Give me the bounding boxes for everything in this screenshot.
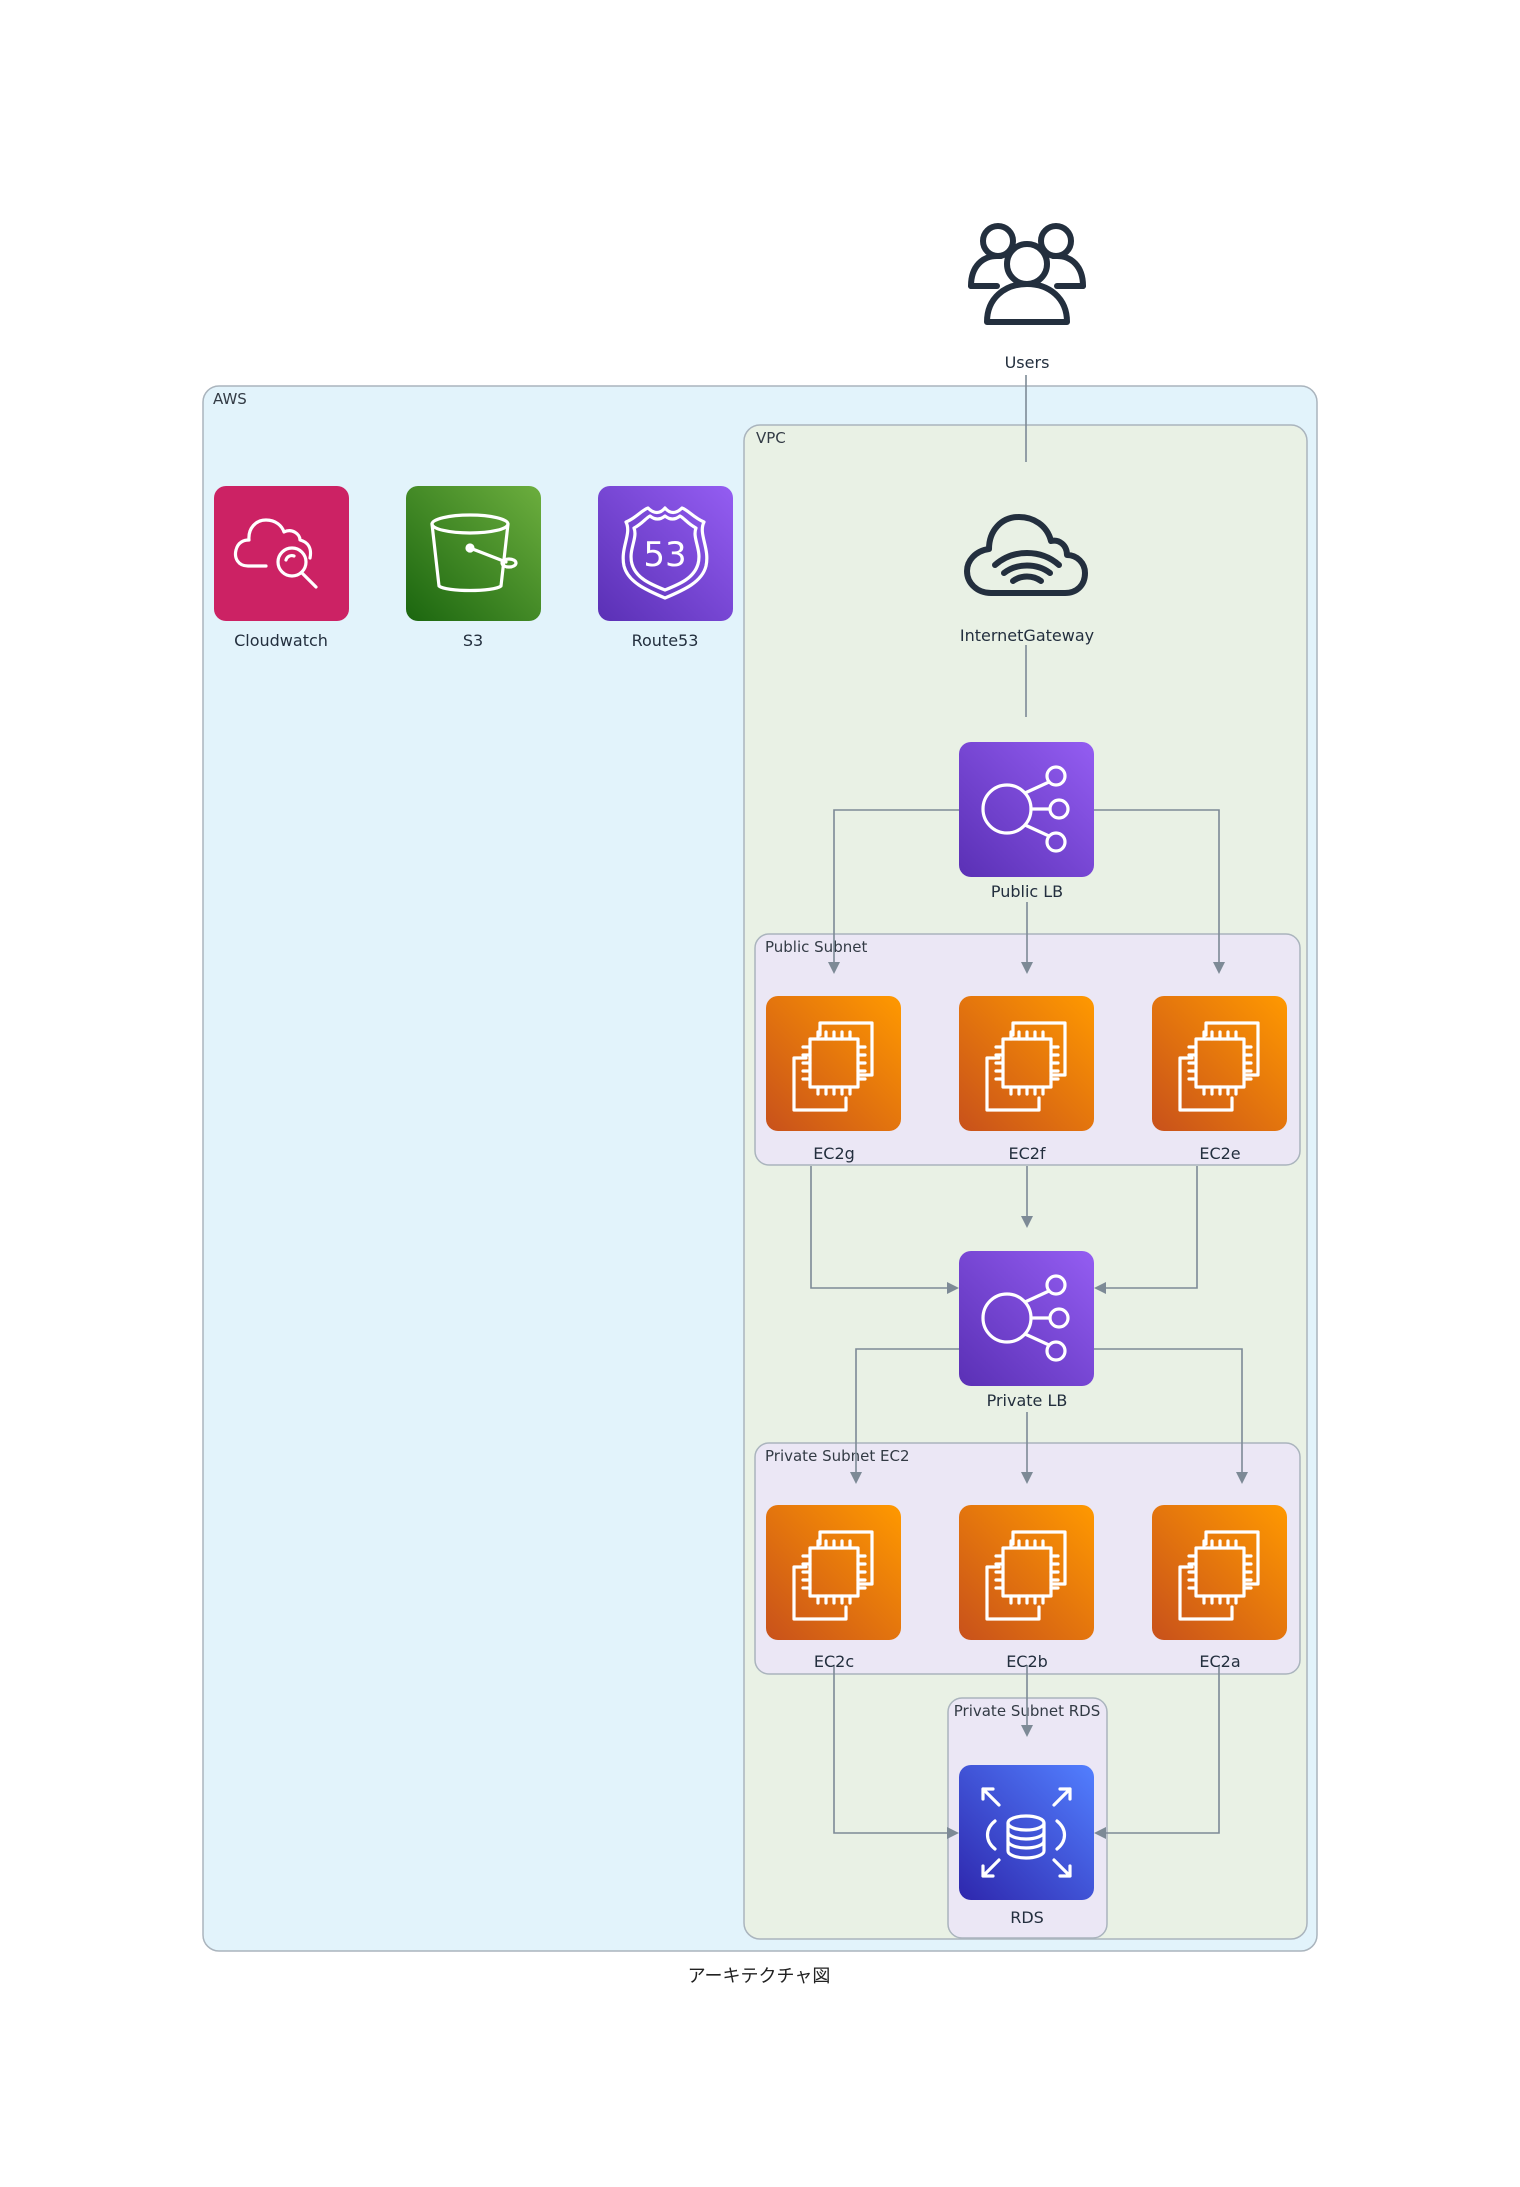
internet-gateway-label: InternetGateway [960,626,1094,645]
cloudwatch-label: Cloudwatch [234,631,328,650]
ec2-instance-icon [959,996,1094,1131]
internet-gateway-cloud-icon [964,514,1088,596]
ec2e-node[interactable]: EC2e [1152,996,1287,1163]
rds-database-icon [959,1765,1094,1900]
route53-label: Route53 [632,631,699,650]
ec2a-label: EC2a [1199,1652,1240,1671]
ec2-instance-icon [766,996,901,1131]
edge-ec2g-privatelb [810,1166,959,1294]
public-lb-node[interactable]: Public LB [959,742,1094,901]
ec2-instance-icon [1152,1505,1287,1640]
users-icon [968,223,1086,325]
route53-node[interactable]: 53 Route53 [598,486,733,650]
ec2f-node[interactable]: EC2f [959,996,1094,1163]
edge-publiclb-ec2e [1094,809,1225,974]
load-balancer-icon [959,742,1094,877]
ec2g-label: EC2g [813,1144,855,1163]
edges [810,375,1248,1839]
vpc-group-label: VPC [756,429,786,447]
private-lb-node[interactable]: Private LB [959,1251,1094,1410]
ec2c-label: EC2c [814,1652,854,1671]
edge-privatelb-ec2a [1094,1348,1248,1484]
users-label: Users [1005,353,1050,372]
load-balancer-icon [959,1251,1094,1386]
ec2-instance-icon [1152,996,1287,1131]
ec2a-node[interactable]: EC2a [1152,1505,1287,1671]
rds-node[interactable]: RDS [959,1765,1094,1927]
ec2b-label: EC2b [1006,1652,1048,1671]
ec2-instance-icon [959,1505,1094,1640]
public-lb-label: Public LB [991,882,1063,901]
cloudwatch-icon [214,486,349,621]
route53-badge: 53 [643,535,686,575]
private-lb-label: Private LB [987,1391,1068,1410]
edge-ec2a-rds [1094,1665,1220,1839]
s3-node[interactable]: S3 [406,486,541,650]
rds-label: RDS [1010,1908,1044,1927]
edge-privatelb-ec2c [850,1348,959,1484]
edge-publiclb-ec2g [828,809,959,974]
s3-label: S3 [463,631,483,650]
edge-ec2c-rds [833,1665,959,1839]
private-subnet-ec2-label: Private Subnet EC2 [765,1447,910,1465]
ec2e-label: EC2e [1199,1144,1240,1163]
edge-ec2e-privatelb [1094,1166,1198,1294]
aws-group-label: AWS [213,390,247,408]
ec2c-node[interactable]: EC2c [766,1505,901,1671]
cloudwatch-node[interactable]: Cloudwatch [214,486,349,650]
internet-gateway-node[interactable]: InternetGateway [960,514,1094,645]
ec2b-node[interactable]: EC2b [959,1505,1094,1671]
users-node[interactable]: Users [968,223,1086,372]
public-subnet-label: Public Subnet [765,938,867,956]
ec2-instance-icon [766,1505,901,1640]
route53-shield-icon: 53 [598,486,733,621]
diagram-caption: アーキテクチャ図 [688,1966,831,1987]
ec2g-node[interactable]: EC2g [766,996,901,1163]
ec2f-label: EC2f [1008,1144,1045,1163]
s3-bucket-icon [406,486,541,621]
